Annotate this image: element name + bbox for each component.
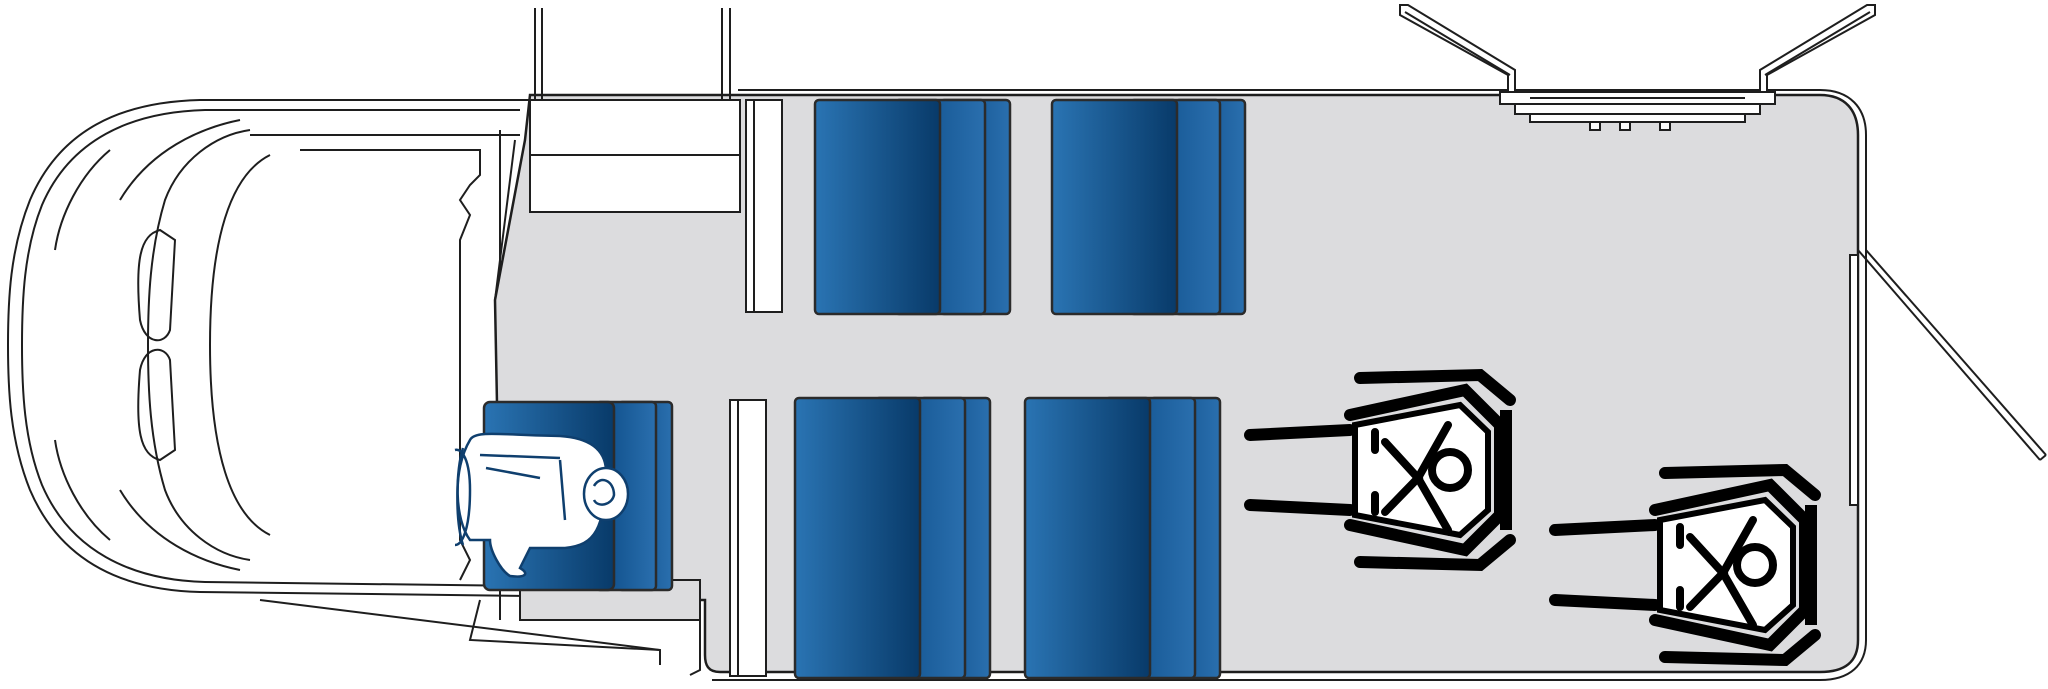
- double-rear-door-icon: [1399, 4, 1876, 131]
- passenger-seat: [1050, 98, 1247, 316]
- partition-box: [529, 8, 741, 213]
- wheelchair-icon: [1244, 368, 1516, 572]
- passenger-seat: [793, 396, 992, 680]
- wheelchair-icon: [1549, 463, 1821, 667]
- passenger-seat: [1023, 396, 1222, 680]
- grab-bar: [729, 99, 783, 677]
- sliding-side-door-icon: [1849, 249, 2047, 506]
- passenger-seat: [813, 98, 1012, 316]
- driver-seat-icon: [454, 400, 701, 621]
- driver-figure: [454, 432, 630, 578]
